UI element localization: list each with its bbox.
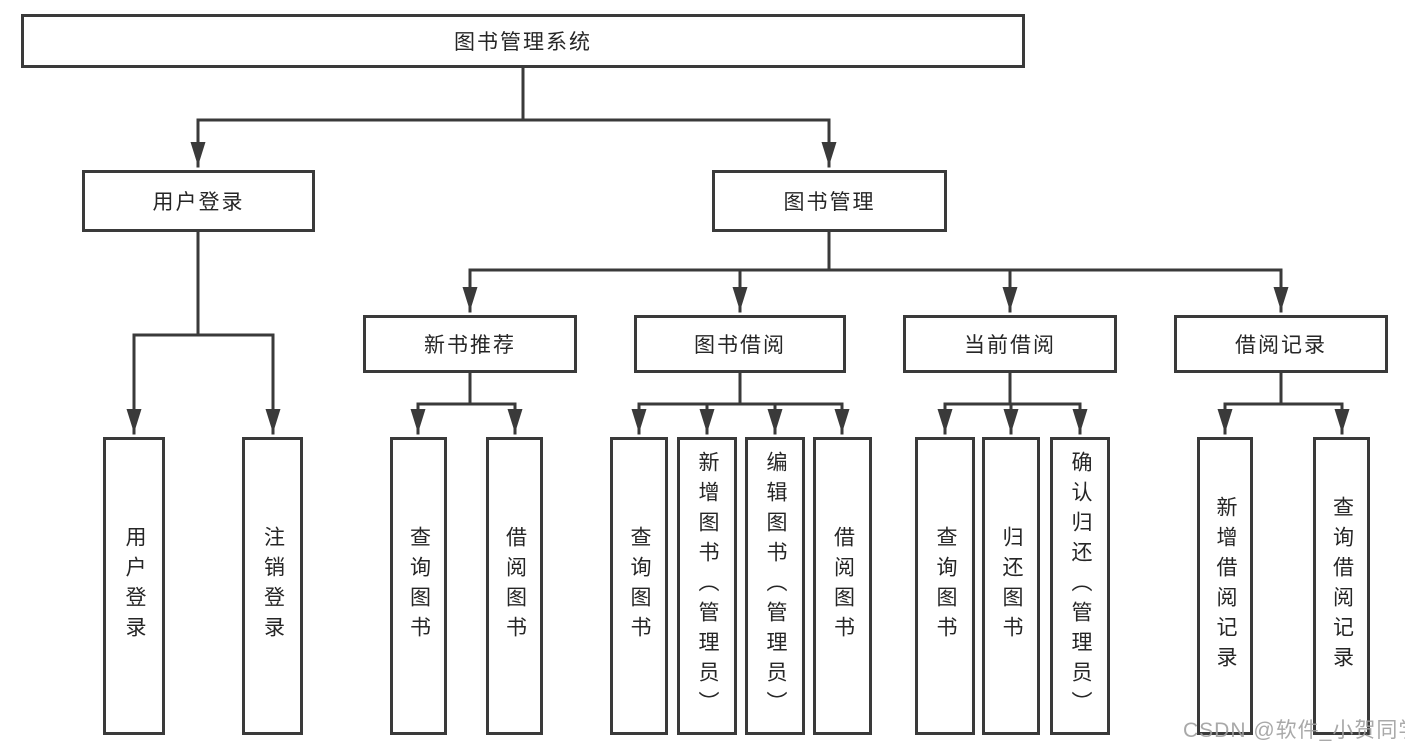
- node-leaf-borrow-books-recommend: 借阅图书: [486, 437, 543, 735]
- node-leaf-add-borrow-record: 新增借阅记录: [1197, 437, 1253, 735]
- node-leaf-edit-books-admin: 编辑图书（管理员）: [745, 437, 805, 735]
- node-leaf-confirm-return-admin: 确认归还（管理员）: [1050, 437, 1110, 735]
- node-book-borrow: 图书借阅: [634, 315, 846, 373]
- csdn-watermark: CSDN @软件_小贺同学: [1183, 719, 1405, 742]
- node-leaf-user-login: 用户登录: [103, 437, 165, 735]
- node-leaf-add-books-admin: 新增图书（管理员）: [677, 437, 737, 735]
- node-borrow-record: 借阅记录: [1174, 315, 1388, 373]
- node-leaf-query-books: 查询图书: [610, 437, 668, 735]
- node-new-book-recommend: 新书推荐: [363, 315, 577, 373]
- node-leaf-borrow-books: 借阅图书: [813, 437, 872, 735]
- node-root-system: 图书管理系统: [21, 14, 1025, 68]
- node-leaf-query-books-recommend: 查询图书: [390, 437, 447, 735]
- node-leaf-query-books-current: 查询图书: [915, 437, 975, 735]
- node-book-management: 图书管理: [712, 170, 947, 232]
- node-leaf-query-borrow-record: 查询借阅记录: [1313, 437, 1370, 735]
- node-user-login: 用户登录: [82, 170, 315, 232]
- node-leaf-logout: 注销登录: [242, 437, 303, 735]
- node-leaf-return-books: 归还图书: [982, 437, 1040, 735]
- node-current-borrow: 当前借阅: [903, 315, 1117, 373]
